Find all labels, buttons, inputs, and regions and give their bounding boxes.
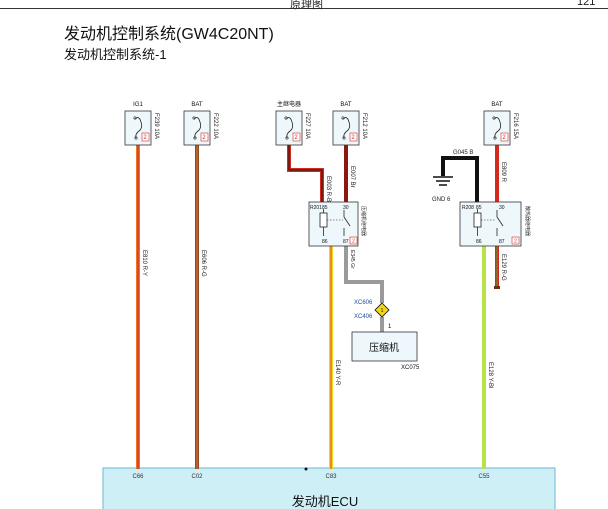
header-divider: [0, 8, 608, 9]
relay-name-r208: 散热器继电器: [524, 206, 531, 236]
page-subtitle: 发动机控制系统-1: [64, 47, 167, 62]
fuse-label-f239: F239 10A: [153, 113, 159, 139]
page-number: 121: [577, 0, 596, 8]
wire-label-e129: E129 R-G: [500, 254, 506, 281]
fuse-f239: [124, 110, 152, 146]
compressor-pin-bottom: 1: [388, 324, 392, 330]
compressor-label: 压缩机: [369, 341, 399, 354]
fuse-source-bat-2: BAT: [340, 102, 352, 108]
relay-r201: 2: [308, 201, 359, 247]
compressor-connector-bottom: XC406: [354, 314, 373, 320]
compressor-pin-top: 1: [381, 308, 384, 314]
fuse-label-f222: F222 10A: [212, 113, 218, 139]
compressor-connector-id: XC075: [401, 365, 420, 371]
fuse-source-bat-3: BAT: [491, 102, 503, 108]
ecu-box: [102, 467, 556, 509]
relay-r208-pin-30: 30: [499, 205, 505, 211]
wire-label-e140: E140 Y-R: [334, 360, 340, 386]
junction-dot: [304, 467, 308, 471]
compressor-connector-top: XC606: [354, 300, 373, 306]
relay-id-r201: R201: [310, 205, 322, 211]
fuse-pin-f222: 2: [202, 135, 206, 141]
wire-label-e007: E007 Br: [349, 166, 355, 188]
wire-label-e809: E809 R: [500, 162, 506, 183]
fuse-source-ig1: IG1: [133, 102, 143, 108]
ecu-pin-c83: C83: [325, 474, 337, 480]
relay-r208-pin-87: 87: [499, 239, 505, 245]
relay-r201-pin-85: 85: [322, 205, 328, 211]
ecu-label: 发动机ECU: [292, 494, 358, 509]
wire-label-e810: E810 R-Y: [141, 250, 147, 276]
fuse-f216: [483, 110, 511, 146]
ground-icon: [433, 176, 453, 186]
relay-r208-pin-86: 86: [476, 239, 482, 245]
fuse-f227: [275, 110, 303, 146]
fuse-label-f216: F216 15A: [512, 113, 518, 139]
relay-r208: 2: [459, 201, 522, 247]
ecu-pin-c02: C02: [191, 474, 203, 480]
wire-e003: [287, 145, 324, 205]
fuse-source-bat-1: BAT: [191, 102, 203, 108]
fuse-pin-f216: 2: [502, 135, 506, 141]
fuse-pin-f227: 2: [294, 135, 298, 141]
svg-text:2: 2: [352, 239, 355, 245]
wire-e345: [344, 244, 384, 332]
wire-label-e606: E606 R-G: [200, 250, 206, 277]
wire-g045: [441, 156, 479, 205]
ecu-pin-c55: C55: [478, 474, 490, 480]
wire-label-e345: E345 Gr: [349, 250, 355, 269]
fuse-label-f212: F212 10A: [361, 113, 367, 139]
svg-text:2: 2: [514, 239, 517, 245]
ecu-pin-c66: C66: [132, 474, 144, 480]
compressor-box: [351, 331, 418, 362]
relay-r201-pin-86: 86: [322, 239, 328, 245]
relay-r201-pin-30: 30: [343, 205, 349, 211]
relay-name-r201: 压缩机继电器: [360, 206, 367, 236]
relay-r201-pin-87: 87: [343, 239, 349, 245]
connector-diamond-icon: [374, 302, 390, 318]
relay-id-r208: R208: [462, 205, 474, 211]
fuse-source-main-relay: 主继电器: [277, 100, 301, 108]
fuse-f222: [183, 110, 211, 146]
wire-label-e128: E128 Y-Bl: [487, 362, 493, 388]
header-center-text: 原理图: [290, 0, 323, 11]
relay-r208-pin-85: 85: [476, 205, 482, 211]
fuse-f212: [332, 110, 360, 146]
fuse-pin-f239: 2: [143, 135, 147, 141]
fuse-pin-f212: 2: [351, 135, 355, 141]
fuse-label-f227: F227 10A: [304, 113, 310, 139]
page-title: 发动机控制系统(GW4C20NT): [64, 26, 274, 43]
wire-e129: [494, 244, 500, 289]
ground-label: GND 6: [432, 197, 451, 203]
ground-connector-label: G045 B: [453, 150, 473, 156]
wire-label-e003: E003 R-B: [325, 176, 331, 202]
